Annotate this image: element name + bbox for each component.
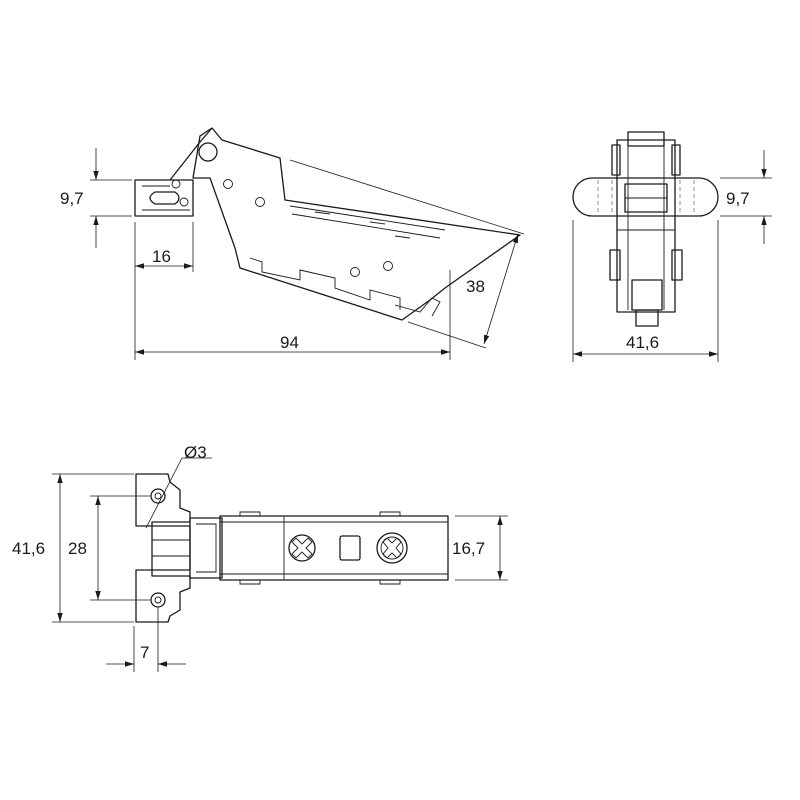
top-dim-hole-spacing-label: 28 (68, 539, 87, 558)
side-dim-length-label: 94 (280, 333, 299, 352)
side-dim-height-label: 9,7 (60, 189, 84, 208)
top-dim-edge-label: 7 (140, 643, 149, 662)
adjustment-slot (339, 535, 361, 561)
top-dim-body-label: 16,7 (452, 539, 485, 558)
front-hinge-body (609, 131, 683, 327)
side-view: 9,7 16 94 38 (60, 127, 525, 360)
top-view: 41,6 28 7 Ø3 16,7 (12, 443, 508, 672)
upper-screw-hole-icon (150, 488, 166, 504)
top-dimensions: 41,6 28 7 Ø3 16,7 (12, 443, 508, 672)
adjustment-screw-icon (376, 532, 408, 564)
cross-screw-icon (288, 534, 316, 562)
top-dim-width-label: 41,6 (12, 539, 45, 558)
front-mounting-plate (572, 177, 719, 217)
side-dim-drop-label: 38 (466, 277, 485, 296)
front-dimensions: 9,7 41,6 (572, 150, 772, 362)
front-view: 9,7 41,6 (572, 131, 772, 362)
side-dim-offset-label: 16 (152, 247, 171, 266)
front-dim-width-label: 41,6 (626, 333, 659, 352)
top-dim-hole-label: Ø3 (184, 443, 207, 462)
side-mounting-plate (134, 179, 194, 217)
top-hinge-arm (189, 511, 449, 585)
front-dim-thickness-label: 9,7 (726, 189, 750, 208)
side-dimensions: 9,7 16 94 38 (60, 148, 525, 360)
side-hinge-body (169, 127, 521, 321)
lower-screw-hole-icon (150, 592, 166, 608)
